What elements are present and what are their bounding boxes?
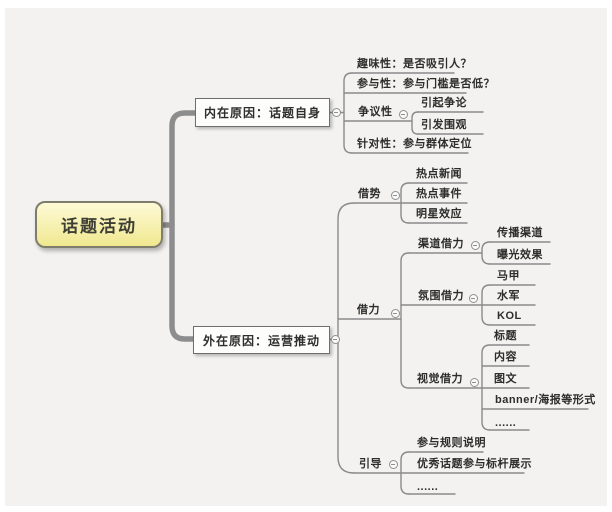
topic-visual-leverage[interactable]: 视觉借力 [417,373,463,385]
topic-targeting[interactable]: 针对性：参与群体定位 [357,138,472,150]
topic-spread-channel[interactable]: 传播渠道 [497,227,543,239]
collapse-toggle-visual-leverage-icon[interactable] [469,377,479,387]
topic-shills[interactable]: 水军 [497,290,520,302]
topic-celebrity-effect[interactable]: 明星效应 [416,208,462,220]
topic-banner-poster[interactable]: banner/海报等形式 [495,394,596,406]
topic-guidance-more[interactable]: ...... [417,481,439,493]
topic-hot-events[interactable]: 热点事件 [416,188,462,200]
mindmap-canvas: 话题活动 内在原因：话题自身 外在原因：运营推动 趣味性：是否吸引人？ 参与性：… [5,8,607,506]
topic-atmosphere-leverage[interactable]: 氛围借力 [418,290,464,302]
collapse-toggle-guidance-icon[interactable] [388,459,398,469]
branch-internal-cause[interactable]: 内在原因：话题自身 [195,98,330,127]
collapse-toggle-external-cause-icon[interactable] [330,335,340,344]
topic-rules-explain[interactable]: 参与规则说明 [417,437,486,449]
topic-benchmark-display[interactable]: 优秀话题参与标杆展示 [417,458,532,470]
collapse-toggle-internal-cause-icon[interactable] [331,108,341,117]
topic-spark-debate[interactable]: 引起争论 [421,97,467,109]
trunk-lines [160,110,198,342]
topic-sockpuppet[interactable]: 马甲 [497,270,520,282]
topic-leverage[interactable]: 借力 [357,304,380,316]
topic-draw-crowd[interactable]: 引发围观 [421,119,467,131]
root-topic[interactable]: 话题活动 [35,201,163,248]
topic-interest[interactable]: 趣味性：是否吸引人？ [357,58,472,70]
branch-lines [328,72,589,495]
topic-kol[interactable]: KOL [497,310,522,322]
collapse-toggle-controversy-icon[interactable] [398,109,408,119]
branch-external-cause[interactable]: 外在原因：运营推动 [193,326,330,354]
collapse-toggle-trend-riding-icon[interactable] [390,190,400,200]
topic-channel-leverage[interactable]: 渠道借力 [418,238,464,250]
collapse-toggle-leverage-icon[interactable] [390,308,400,318]
topic-hot-news[interactable]: 热点新闻 [416,168,462,180]
topic-image-text[interactable]: 图文 [494,373,517,385]
topic-content[interactable]: 内容 [494,351,517,363]
topic-visual-more[interactable]: ...... [495,417,517,429]
topic-controversy[interactable]: 争议性 [358,106,393,118]
collapse-toggle-atmosphere-leverage-icon[interactable] [468,293,478,303]
collapse-toggle-channel-leverage-icon[interactable] [470,240,480,250]
topic-exposure-effect[interactable]: 曝光效果 [497,249,543,261]
topic-participation[interactable]: 参与性：参与门槛是否低？ [357,78,495,90]
topic-guidance[interactable]: 引导 [359,458,382,470]
topic-title[interactable]: 标题 [494,330,517,342]
topic-trend-riding[interactable]: 借势 [358,188,381,200]
